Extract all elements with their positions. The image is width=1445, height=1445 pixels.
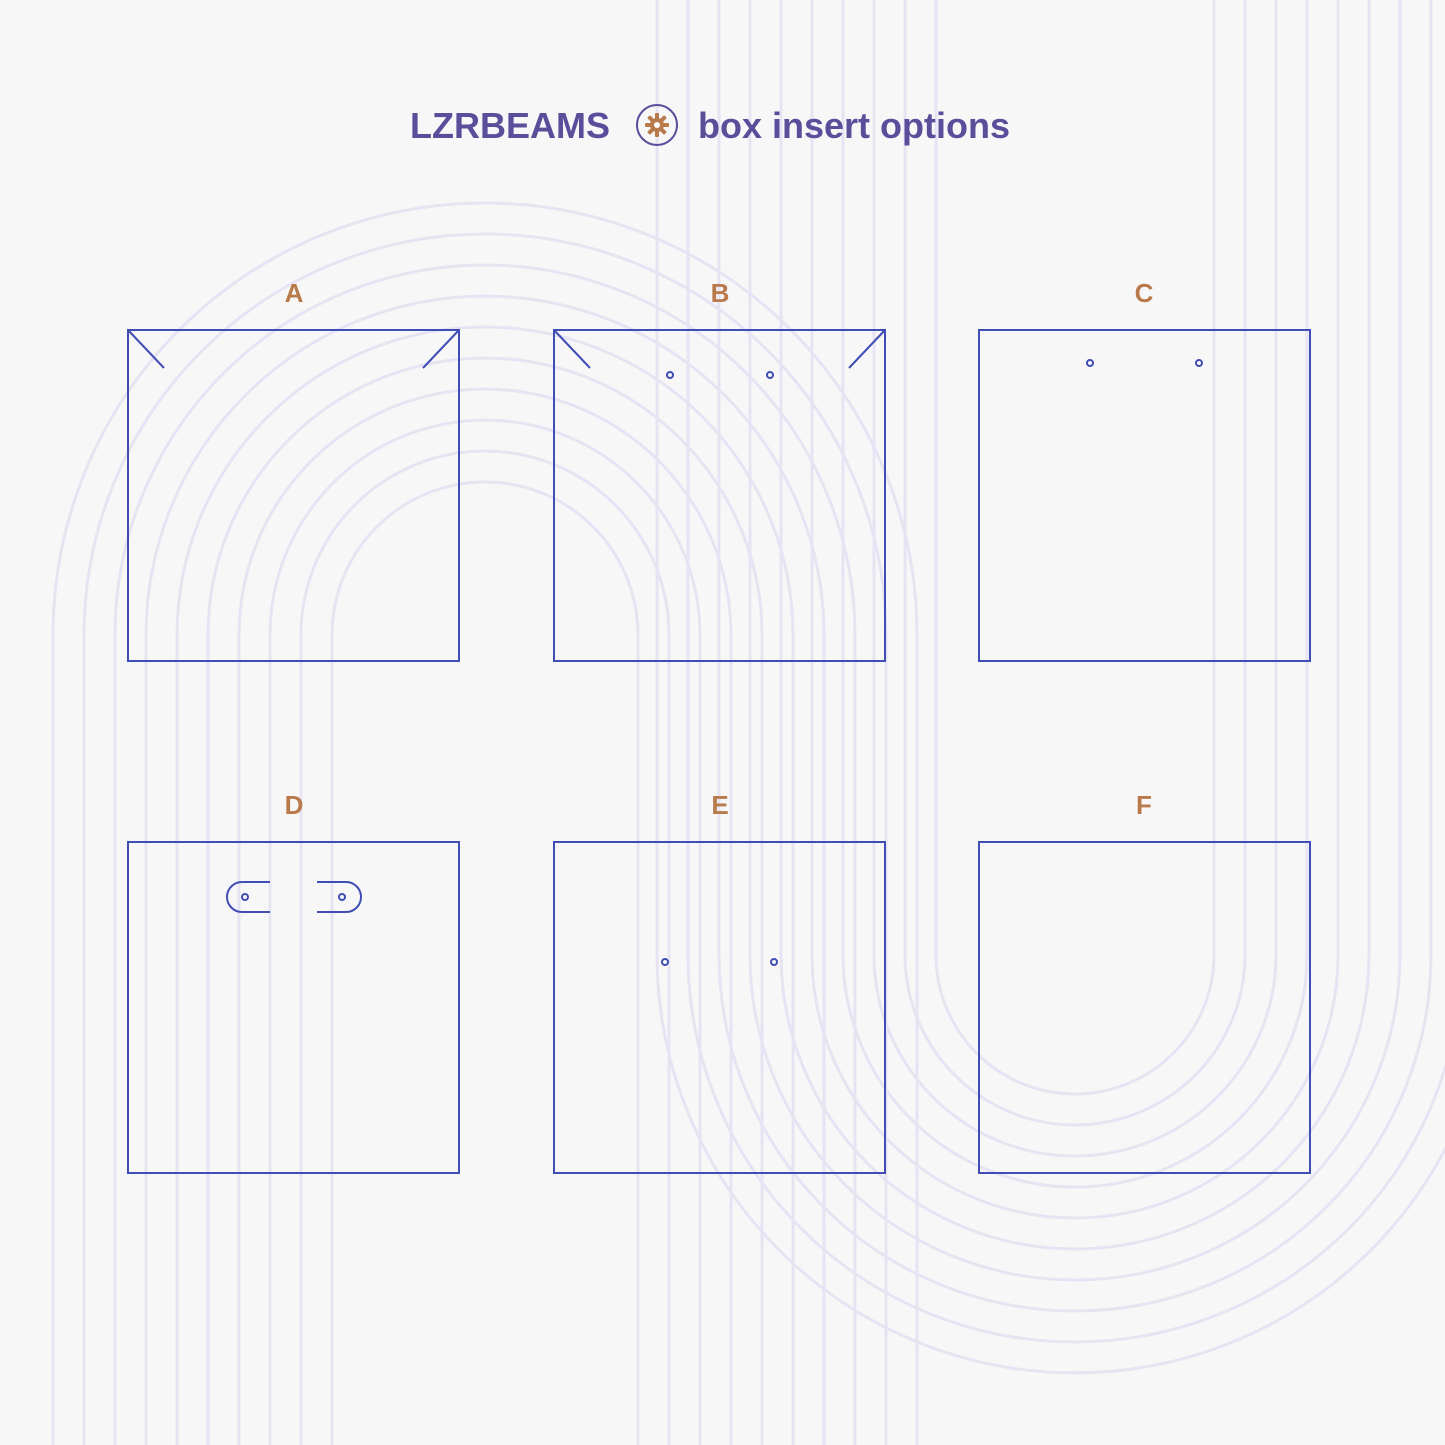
corner-slit-left (127, 329, 165, 369)
page-subtitle: box insert options (698, 105, 1011, 146)
panel-outline (978, 329, 1311, 662)
pin-hole (661, 958, 669, 966)
decor-u-line (655, 0, 1445, 1375)
panel-label-a: A (284, 278, 304, 308)
corner-slit-right (848, 329, 886, 369)
decor-u-line (717, 0, 1433, 1313)
pin-hole (338, 893, 346, 901)
corner-slit-left (553, 329, 591, 369)
pin-hole (1086, 359, 1094, 367)
decor-u-line (748, 0, 1402, 1282)
insert-panel-b (553, 329, 886, 662)
insert-panel-c (978, 329, 1311, 662)
tab-slot-right (317, 881, 362, 913)
decor-u-line (841, 0, 1309, 1189)
pin-hole (770, 958, 778, 966)
insert-panel-f (978, 841, 1311, 1174)
decor-arch-line (237, 387, 733, 1445)
decor-u-line (779, 0, 1371, 1251)
insert-panel-e (553, 841, 886, 1174)
panel-outline (127, 841, 460, 1174)
decor-u-line (872, 0, 1278, 1158)
panel-label-d: D (284, 790, 304, 820)
pin-hole (666, 371, 674, 379)
decor-u-line (903, 0, 1247, 1127)
decor-arch-line (206, 356, 764, 1445)
panel-label-b: B (710, 278, 730, 308)
tab-slot-left (226, 881, 270, 913)
decor-arch-line (144, 294, 826, 1445)
gear-circle-icon (636, 104, 678, 146)
decor-arch-line (51, 201, 919, 1445)
decor-arch-line (268, 418, 702, 1445)
decor-arch-line (299, 449, 671, 1445)
header: LZRBEAMS box insert options (0, 100, 1445, 152)
panel-outline (553, 329, 886, 662)
pin-hole (241, 893, 249, 901)
insert-panel-d (127, 841, 460, 1174)
panel-label-c: C (1134, 278, 1154, 308)
panel-outline (127, 329, 460, 662)
decor-arch-line (113, 263, 857, 1445)
panel-outline (553, 841, 886, 1174)
decor-u-line (810, 0, 1340, 1220)
panel-label-e: E (711, 790, 729, 820)
panel-outline (978, 841, 1311, 1174)
insert-panel-a (127, 329, 460, 662)
brand-title: LZRBEAMS (410, 105, 610, 146)
pin-hole (766, 371, 774, 379)
decor-arch-line (175, 325, 795, 1445)
pin-hole (1195, 359, 1203, 367)
corner-slit-right (422, 329, 460, 369)
decor-u-line (686, 0, 1445, 1344)
decor-u-line (934, 0, 1216, 1096)
decor-arch-line (330, 480, 640, 1445)
panel-label-f: F (1136, 790, 1152, 820)
